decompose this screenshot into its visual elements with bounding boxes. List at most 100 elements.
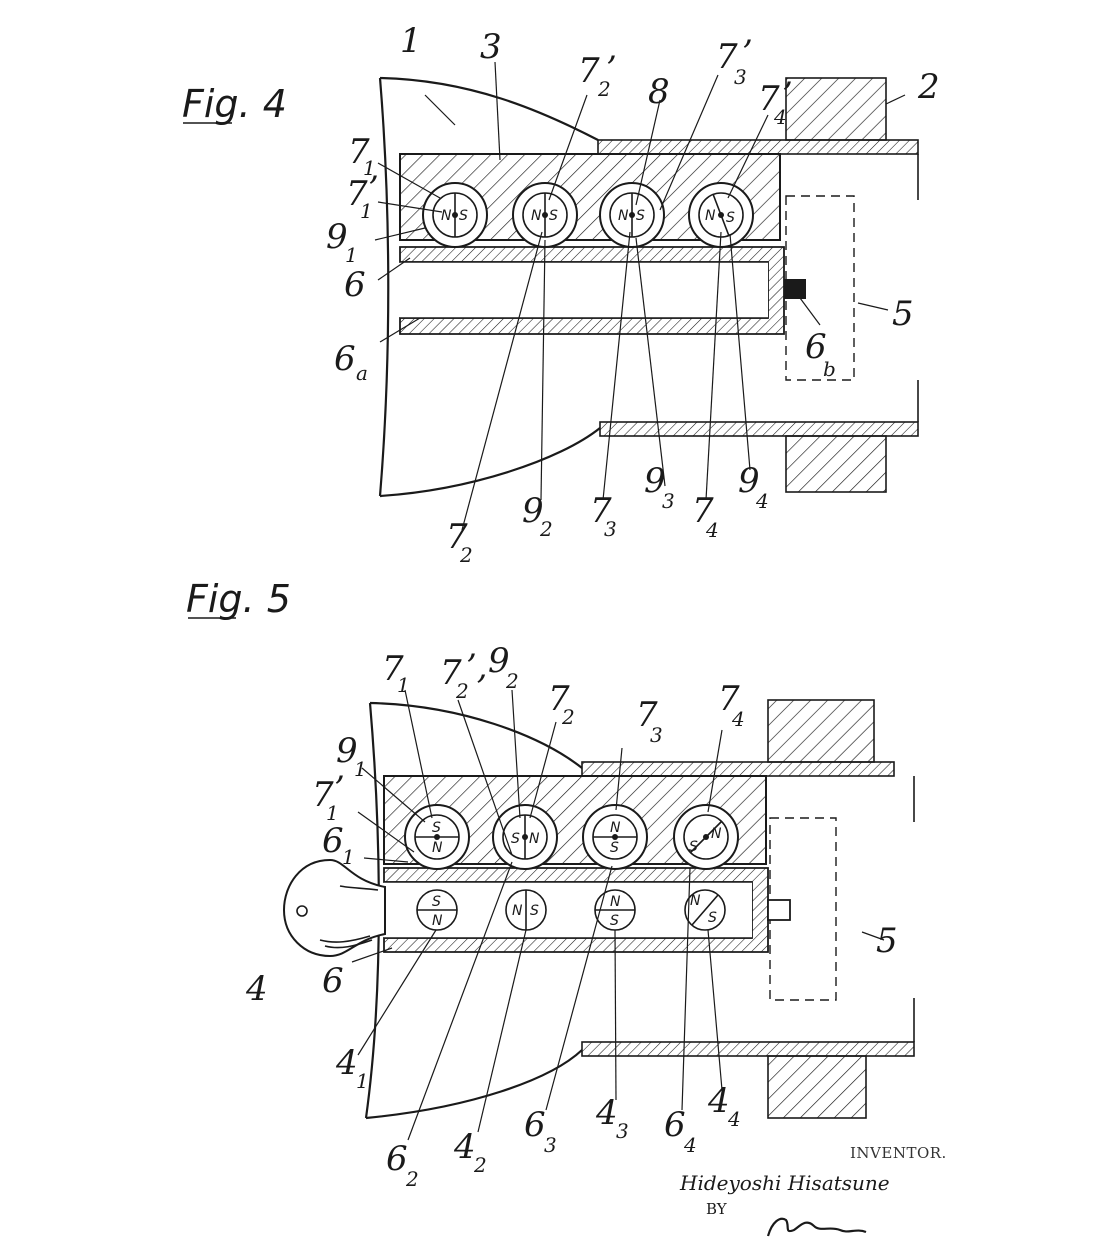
- fig5-frame-upper: [767, 699, 875, 763]
- fig5-slider-magnet-2: N S: [505, 889, 547, 931]
- fig5-ref-7-1p-sub: 1: [326, 801, 339, 825]
- by-label: BY: [706, 1200, 728, 1218]
- fig5-slider-magnet-4-pole-n: N: [690, 893, 701, 909]
- fig5-ref-6-2-sub: 2: [405, 1167, 419, 1191]
- fig4-upper-plate: [597, 139, 919, 155]
- fig4-ref-3: 3: [480, 27, 502, 67]
- signature-block: INVENTOR. Hideyoshi Hisatsune BY: [679, 1144, 946, 1237]
- fig5-ref-6-3: 6: [524, 1105, 546, 1145]
- fig5-ref-4-4: 4: [707, 1081, 730, 1121]
- fig5-ref-6-4: 6: [664, 1105, 686, 1145]
- fig4-ref-9-1-sub: 1: [345, 243, 358, 267]
- fig5-ref-6: 6: [322, 961, 344, 1001]
- fig5-upper-plate: [581, 761, 895, 777]
- fig5-magnet-3-pole-s: S: [610, 840, 619, 856]
- fig4-ref-9-3: 9: [644, 461, 666, 501]
- fig5-magnet-2-pole-n: N: [529, 831, 540, 847]
- fig4-ref-7-2p-mark: ’: [606, 49, 617, 89]
- fig5-ref-7-2p-mark: ’,: [466, 647, 488, 687]
- fig5-ref-6-1: 6: [322, 821, 344, 861]
- fig5-switch-contact: [767, 899, 791, 921]
- fig5-ref-9-1: 9: [336, 731, 358, 771]
- fig4-ref-9-4: 9: [738, 461, 760, 501]
- fig4-body-bottom-curve: [379, 427, 601, 498]
- fig4-ref-7-2p: 7: [578, 51, 600, 91]
- fig5-slider-magnet-3-pole-s: S: [610, 913, 619, 929]
- fig5-ref-7-4-sub: 4: [731, 707, 745, 731]
- fig4-ref-9-2: 9: [522, 491, 544, 531]
- fig5-slider-magnet-3-pole-n: N: [610, 894, 621, 910]
- fig5-ref-7-2p: 7: [440, 653, 462, 693]
- fig5-ref-7-2-sub: 2: [561, 705, 575, 729]
- fig5-leader-lines: [351, 689, 885, 1141]
- fig4-magnet-4-pole-n: N: [705, 208, 716, 224]
- fig5-ref-4-3-sub: 3: [616, 1119, 629, 1143]
- fig4-ref-7-4-sub: 4: [705, 518, 719, 542]
- fig4-ref-6b-sub: b: [823, 357, 836, 381]
- fig4-ref-7-3p-sub: 3: [734, 65, 747, 89]
- fig4-body-left-edge: [378, 77, 390, 497]
- fig4-frame-upper: [785, 77, 887, 141]
- fig5-ref-7-2: 7: [548, 679, 570, 719]
- fig4-ref-7-2p-sub: 2: [597, 77, 611, 101]
- fig5-ref-4-4-sub: 4: [727, 1107, 741, 1131]
- fig4-ref-7-2-sub: 2: [459, 543, 473, 567]
- fig4-ref-9-3-sub: 3: [662, 489, 675, 513]
- fig4-ref-1: 1: [400, 21, 422, 61]
- fig5-ref-4: 4: [245, 969, 268, 1009]
- fig4-slider-slot: [400, 262, 768, 318]
- fig5-slider-magnet-1: S N: [416, 889, 458, 931]
- fig5-ref-4-2: 4: [453, 1127, 476, 1167]
- fig5-slider-magnet-1-pole-n: N: [432, 913, 443, 929]
- fig4-ref-7-3: 7: [590, 491, 612, 531]
- fig5-ref-7-2p-sub: 2: [455, 679, 469, 703]
- fig5-magnet-4-pole-n: N: [711, 826, 722, 842]
- fig4-ref-5: 5: [892, 294, 914, 334]
- fig4-magnet-1-pole-n: N: [441, 208, 452, 224]
- fig4-ref-2: 2: [917, 67, 940, 107]
- fig5-ref-7-1p-mark: ’: [334, 769, 345, 809]
- fig5-ref-4-3: 4: [595, 1093, 618, 1133]
- fig5-magnet-1: S N: [404, 804, 470, 870]
- fig4-ref-9-1: 9: [326, 217, 348, 257]
- fig5-slider-magnet-2-pole-n: N: [512, 903, 523, 919]
- fig4-ref-7-3-sub: 3: [604, 517, 617, 541]
- fig5-ref-7-1: 7: [382, 649, 404, 689]
- fig5-magnet-2: S N: [492, 804, 558, 870]
- fig5-magnet-2-pole-s: S: [511, 831, 520, 847]
- inventor-name: Hideyoshi Hisatsune: [679, 1171, 890, 1195]
- fig5-ref-4-2-sub: 2: [473, 1153, 487, 1177]
- fig5-ref-6-4-sub: 4: [683, 1133, 697, 1157]
- figure-4: Fig. 4 N S: [182, 21, 940, 567]
- fig5-ref-6-1-sub: 1: [342, 845, 355, 869]
- fig4-lower-plate: [599, 421, 919, 437]
- fig4-ref-6a: 6: [334, 339, 356, 379]
- fig4-ref-7-4p: 7: [758, 79, 780, 119]
- fig4-ref-7-3p-mark: ’: [742, 33, 753, 73]
- fig4-ref-9-4-sub: 4: [755, 489, 769, 513]
- fig4-magnet-4: N S: [688, 182, 754, 248]
- fig5-lower-plate: [581, 1041, 915, 1057]
- fig5-slider-magnet-2-pole-s: S: [530, 903, 539, 919]
- fig4-body-top-curve: [379, 76, 599, 141]
- fig5-ref-7-4: 7: [718, 679, 740, 719]
- fig5-magnet-1-pole-n: N: [432, 840, 443, 856]
- fig4-switch-contact: [784, 279, 806, 299]
- fig4-magnet-3-pole-s: S: [636, 208, 645, 224]
- fig4-magnet-1: N S: [422, 182, 488, 248]
- fig5-ref-6-2: 6: [386, 1139, 408, 1179]
- fig5-frame-lower: [767, 1055, 867, 1119]
- fig5-ref-7-1-sub: 1: [397, 673, 410, 697]
- fig4-frame-lower: [785, 435, 887, 493]
- fig4-ref-7-4p-mark: ’: [782, 75, 793, 115]
- fig4-ref-7-4: 7: [692, 491, 714, 531]
- fig4-magnet-2-pole-s: S: [549, 208, 558, 224]
- fig4-ref-7-1p: 7: [346, 174, 368, 214]
- fig5-body-bottom-curve: [365, 1049, 583, 1120]
- fig5-slider-magnet-4-pole-s: S: [708, 910, 717, 926]
- fig5-ref-4-1-sub: 1: [356, 1069, 369, 1093]
- fig5-ref-7-1p: 7: [312, 775, 334, 815]
- figure-5-title: Fig. 5: [186, 577, 291, 621]
- fig5-ref-4-1: 4: [335, 1043, 358, 1083]
